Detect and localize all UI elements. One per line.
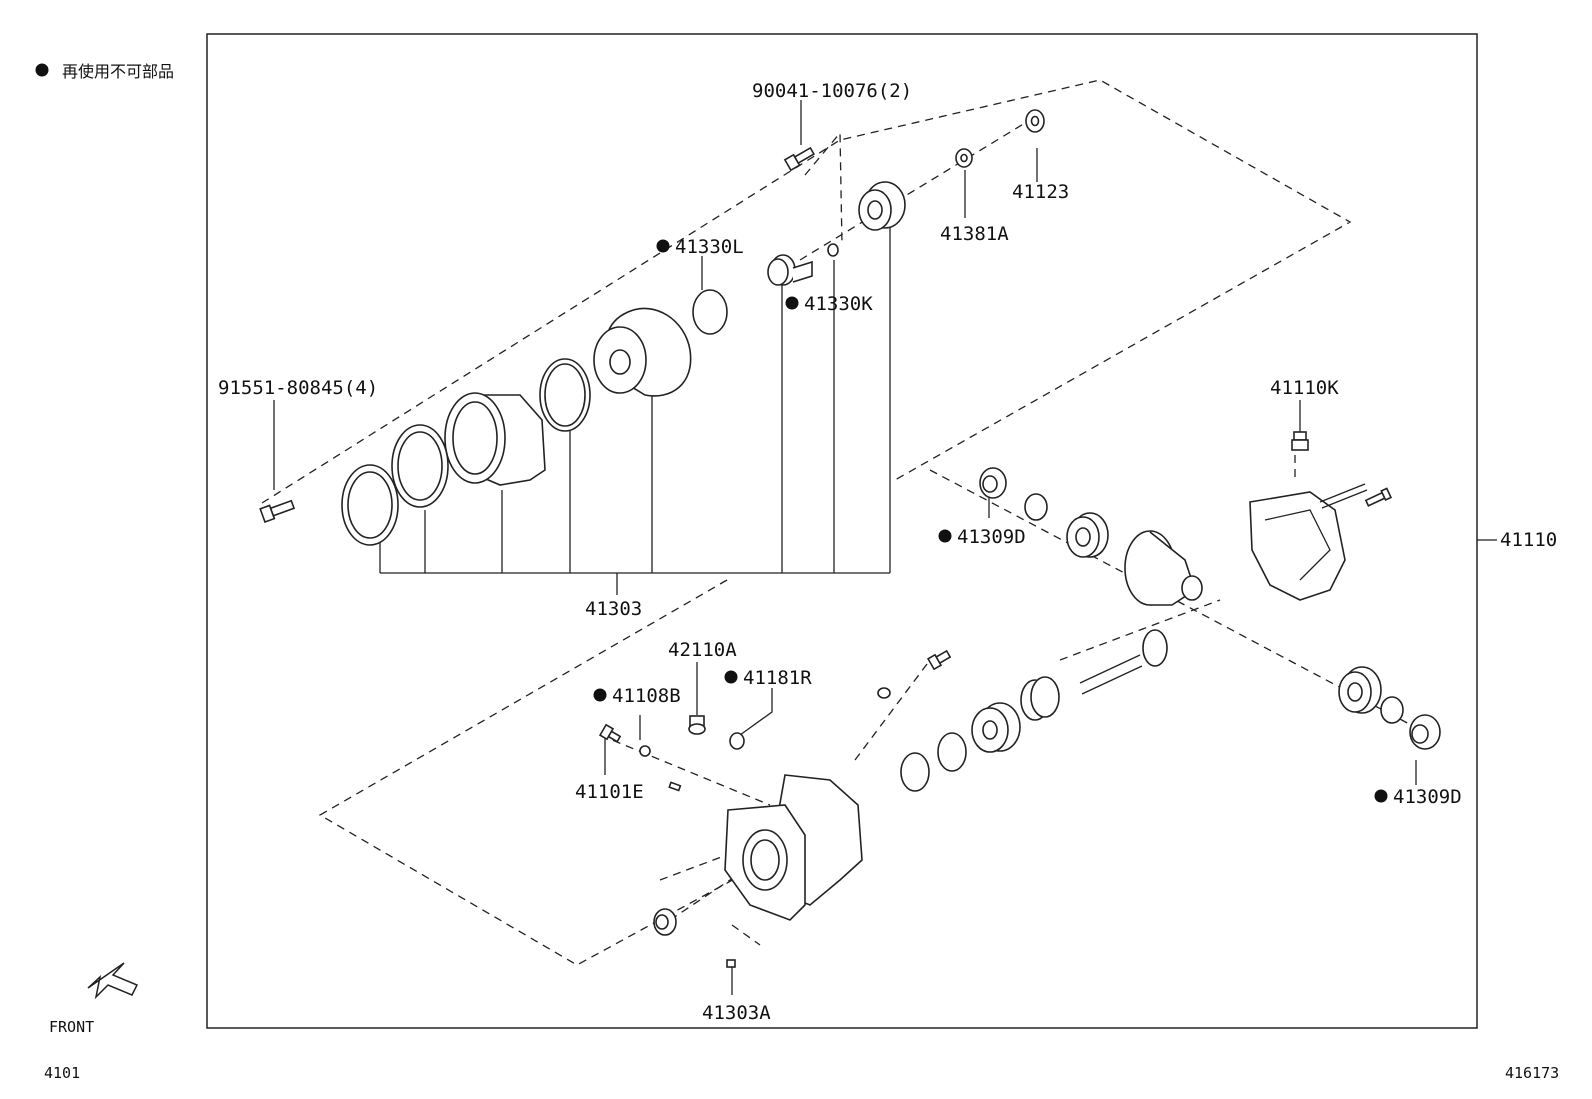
part-label-41108B[interactable]: 41108B	[612, 685, 681, 707]
seal-lower-part	[653, 908, 677, 936]
part-label-41303A[interactable]: 41303A	[702, 1002, 771, 1024]
non-reusable-marker	[785, 296, 799, 310]
bolt-axis-line	[804, 131, 843, 246]
plug-lower-axis-line	[659, 834, 781, 881]
front-arrow-icon	[87, 962, 139, 1000]
legend-text: 再使用不可部品	[62, 62, 174, 81]
part-label-41330L[interactable]: 41330L	[675, 236, 744, 258]
figure-code-left: 4101	[44, 1064, 80, 1082]
bearing-right-part	[1338, 666, 1382, 714]
part-label-41110K[interactable]: 41110K	[1270, 377, 1339, 399]
part-label-41303[interactable]: 41303	[585, 598, 642, 620]
bolt-91551-part	[259, 499, 296, 524]
oil-seal-41309D-bottom-part	[1409, 714, 1441, 750]
non-reusable-marker	[1374, 789, 1388, 803]
pinion-shaft-part	[1079, 629, 1168, 695]
part-label-42110A[interactable]: 42110A	[668, 639, 737, 661]
bolt-41101E-part	[598, 723, 622, 743]
front-label: FRONT	[49, 1018, 94, 1036]
gasket-41181R-part	[729, 732, 745, 750]
part-label-41123[interactable]: 41123	[1012, 181, 1069, 203]
assembly-envelope-lower	[318, 579, 761, 966]
bolt-small-part	[1364, 487, 1393, 507]
drain-axis-line	[854, 659, 931, 761]
drain-plug-part	[926, 649, 952, 671]
stud-small-part	[668, 781, 682, 792]
pinion-axis-line	[799, 119, 1031, 261]
coupling-drum-part	[593, 307, 692, 397]
small-washer-part	[827, 243, 839, 257]
shim-right-part	[1380, 696, 1404, 724]
extension-housing-part	[724, 774, 863, 921]
bearing-upper-part	[858, 181, 906, 231]
oring-41330L-part	[692, 289, 728, 335]
bolt-lower-axis-line	[599, 734, 771, 806]
pin-41303A-part	[726, 959, 736, 968]
flange-41330K-part	[767, 254, 813, 286]
non-reusable-marker	[938, 529, 952, 543]
differential-axis-line	[929, 469, 1431, 736]
bearing-mid-part	[1066, 512, 1109, 558]
part-label-91551[interactable]: 91551-80845(4)	[218, 377, 378, 399]
differential-part	[1124, 530, 1203, 606]
bearing-lower-part	[971, 702, 1021, 753]
breather-plug-41110K-part	[1291, 431, 1309, 451]
non-reusable-marker	[656, 239, 670, 253]
shaft-axis-line	[1059, 599, 1221, 661]
washer-41108B-part	[639, 745, 651, 757]
part-label-41330K[interactable]: 41330K	[804, 293, 873, 315]
part-label-41101E[interactable]: 41101E	[575, 781, 644, 803]
leader-41181R	[739, 688, 773, 736]
plug-42110A-part	[688, 715, 706, 735]
transfer-case-part	[1249, 483, 1368, 601]
part-label-90041[interactable]: 90041-10076(2)	[752, 80, 912, 102]
sleeve-part	[1020, 676, 1060, 721]
bracket-41303	[379, 225, 891, 595]
part-label-41381A[interactable]: 41381A	[940, 223, 1009, 245]
shim-ring-part	[1024, 493, 1048, 521]
part-label-41181R[interactable]: 41181R	[743, 667, 812, 689]
coupling-housing-part	[444, 392, 546, 486]
ring-lower-2-part	[900, 752, 930, 792]
pin-axis-line	[731, 924, 761, 946]
non-reusable-marker	[35, 63, 49, 77]
non-reusable-marker	[593, 688, 607, 702]
part-label-41110[interactable]: 41110	[1500, 529, 1557, 551]
oil-seal-41309D-top-part	[979, 467, 1007, 499]
bolt-90041-part	[783, 146, 815, 172]
figure-code-right: 416173	[1505, 1064, 1559, 1082]
diagram-frame	[206, 33, 1478, 1029]
gasket-small-part	[877, 687, 891, 699]
part-label-41309D-top[interactable]: 41309D	[957, 526, 1026, 548]
assembly-envelope-upper	[261, 79, 1352, 504]
part-label-41309D-bottom[interactable]: 41309D	[1393, 786, 1462, 808]
non-reusable-marker	[724, 670, 738, 684]
ring-lower-1-part	[937, 732, 967, 772]
